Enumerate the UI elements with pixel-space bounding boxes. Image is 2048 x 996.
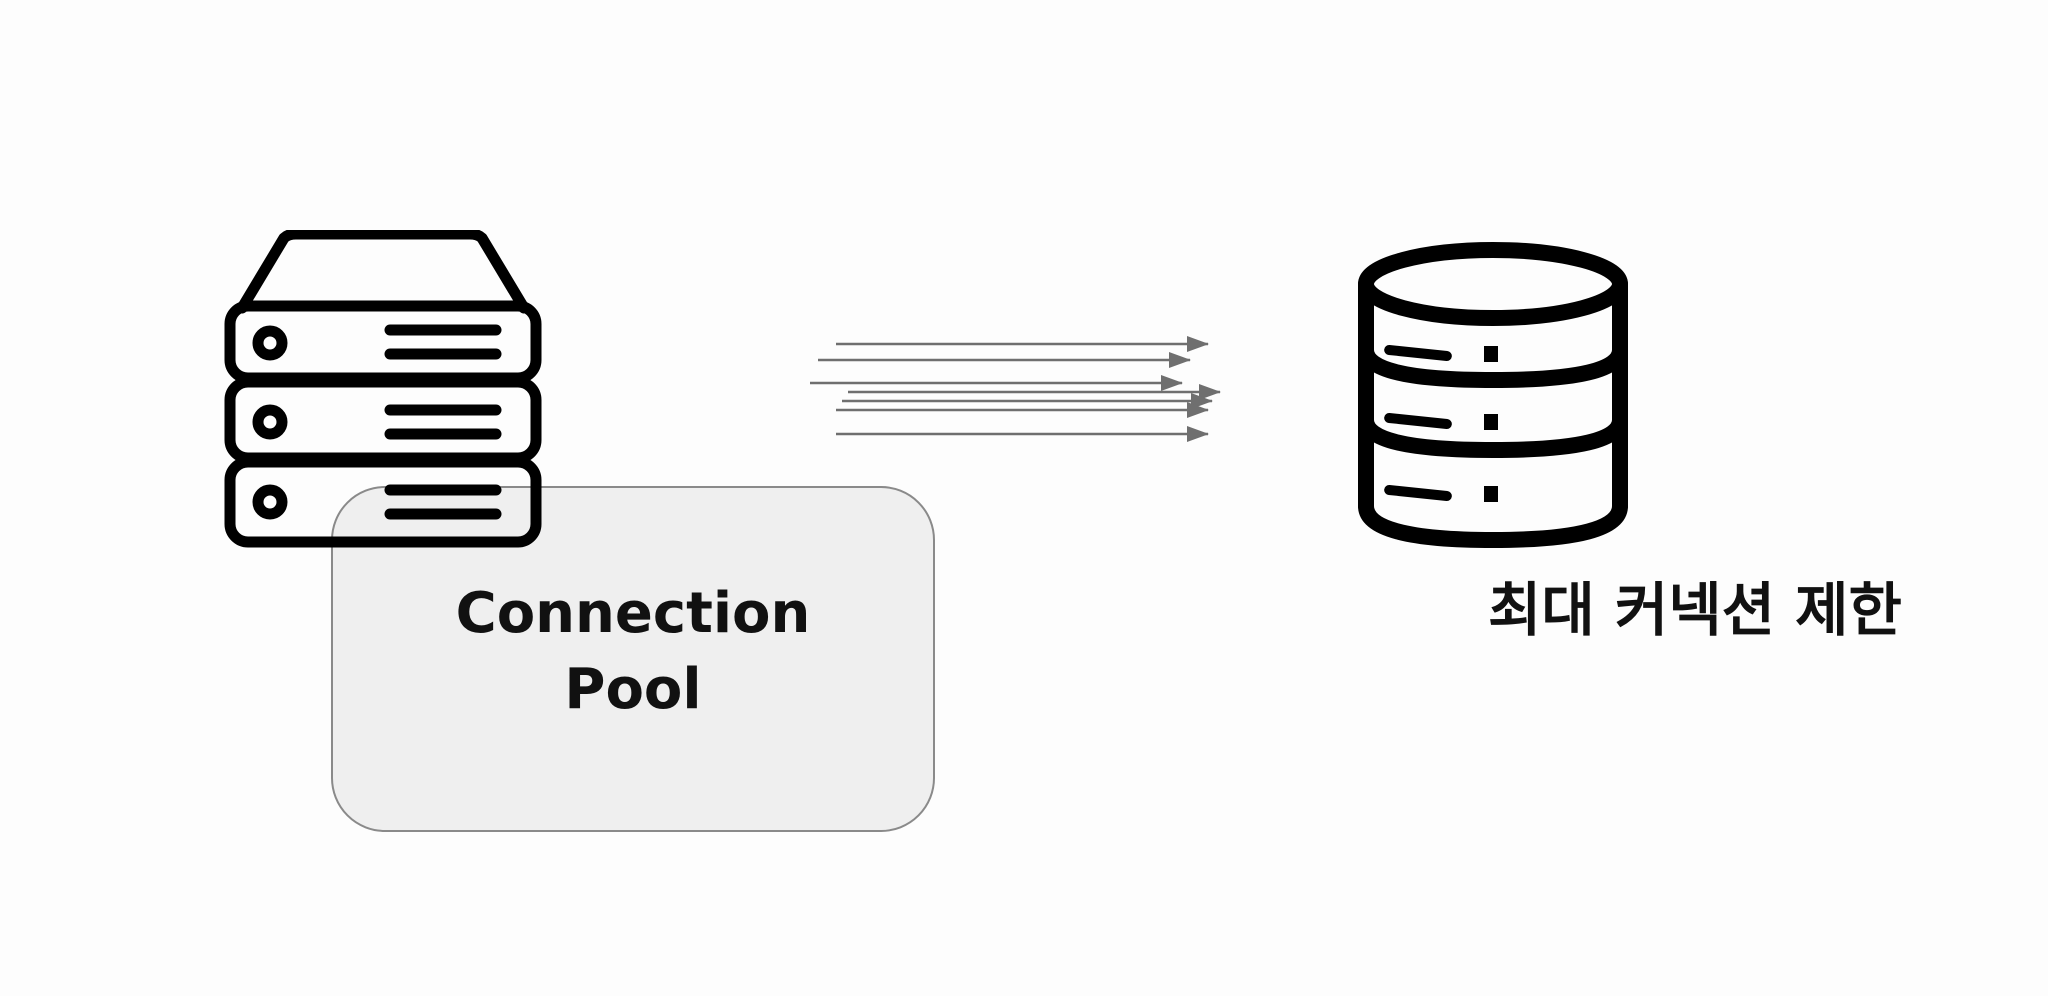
database-caption: 최대 커넥션 제한 [1488, 576, 1902, 644]
pool-label-line2: Pool [564, 657, 702, 722]
database-icon [1358, 242, 1628, 548]
arrow-group [810, 336, 1221, 442]
connection-arrows [810, 336, 1221, 442]
pool-label-line1: Connection [455, 581, 811, 646]
server-stack-icon [224, 230, 542, 548]
connection-pool-label: Connection Pool [331, 576, 935, 728]
